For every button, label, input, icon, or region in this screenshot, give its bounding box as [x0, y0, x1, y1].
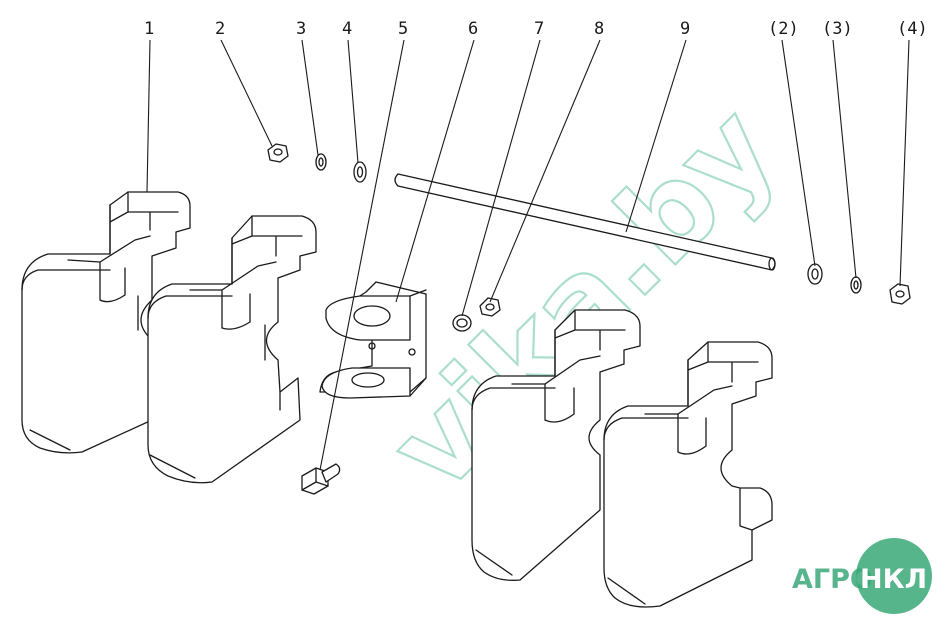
callout-4-paren: (4) [897, 19, 928, 39]
callout-2: 2 [215, 19, 225, 39]
callout-9: 9 [680, 19, 690, 39]
callout-3-paren: (3) [822, 19, 853, 39]
callout-1: 1 [144, 19, 154, 39]
part-bracket [319, 281, 427, 399]
part-nut-2 [267, 143, 289, 163]
part-weight-4 [603, 341, 773, 608]
part-lock-washer-3 [315, 153, 327, 171]
logo-circle [856, 538, 932, 614]
callout-7: 7 [534, 19, 544, 39]
callout-labels: 1 2 3 4 5 6 7 8 9 (2) (3) (4) [144, 19, 928, 39]
agronkl-logo: АГРО НКЛ [792, 538, 932, 614]
callout-8: 8 [594, 19, 604, 39]
part-washer-4 [353, 161, 367, 183]
logo-text-left: АГРО [792, 564, 873, 595]
callout-6: 6 [468, 19, 478, 39]
leader-lines [146, 39, 910, 471]
callout-5: 5 [398, 19, 408, 39]
callout-2-paren: (2) [768, 19, 799, 39]
part-washer-2b [807, 263, 823, 285]
logo-text-right: НКЛ [860, 564, 927, 595]
part-nut-8 [479, 297, 501, 317]
part-rod [394, 173, 776, 271]
part-weight-2 [147, 215, 317, 484]
part-nut-4b [889, 283, 911, 305]
part-washer-7 [452, 314, 472, 332]
part-lock-washer-3b [850, 276, 862, 294]
part-bolt [301, 463, 341, 495]
callout-4: 4 [342, 19, 352, 39]
callout-3: 3 [296, 19, 306, 39]
part-weight-3 [471, 309, 641, 581]
